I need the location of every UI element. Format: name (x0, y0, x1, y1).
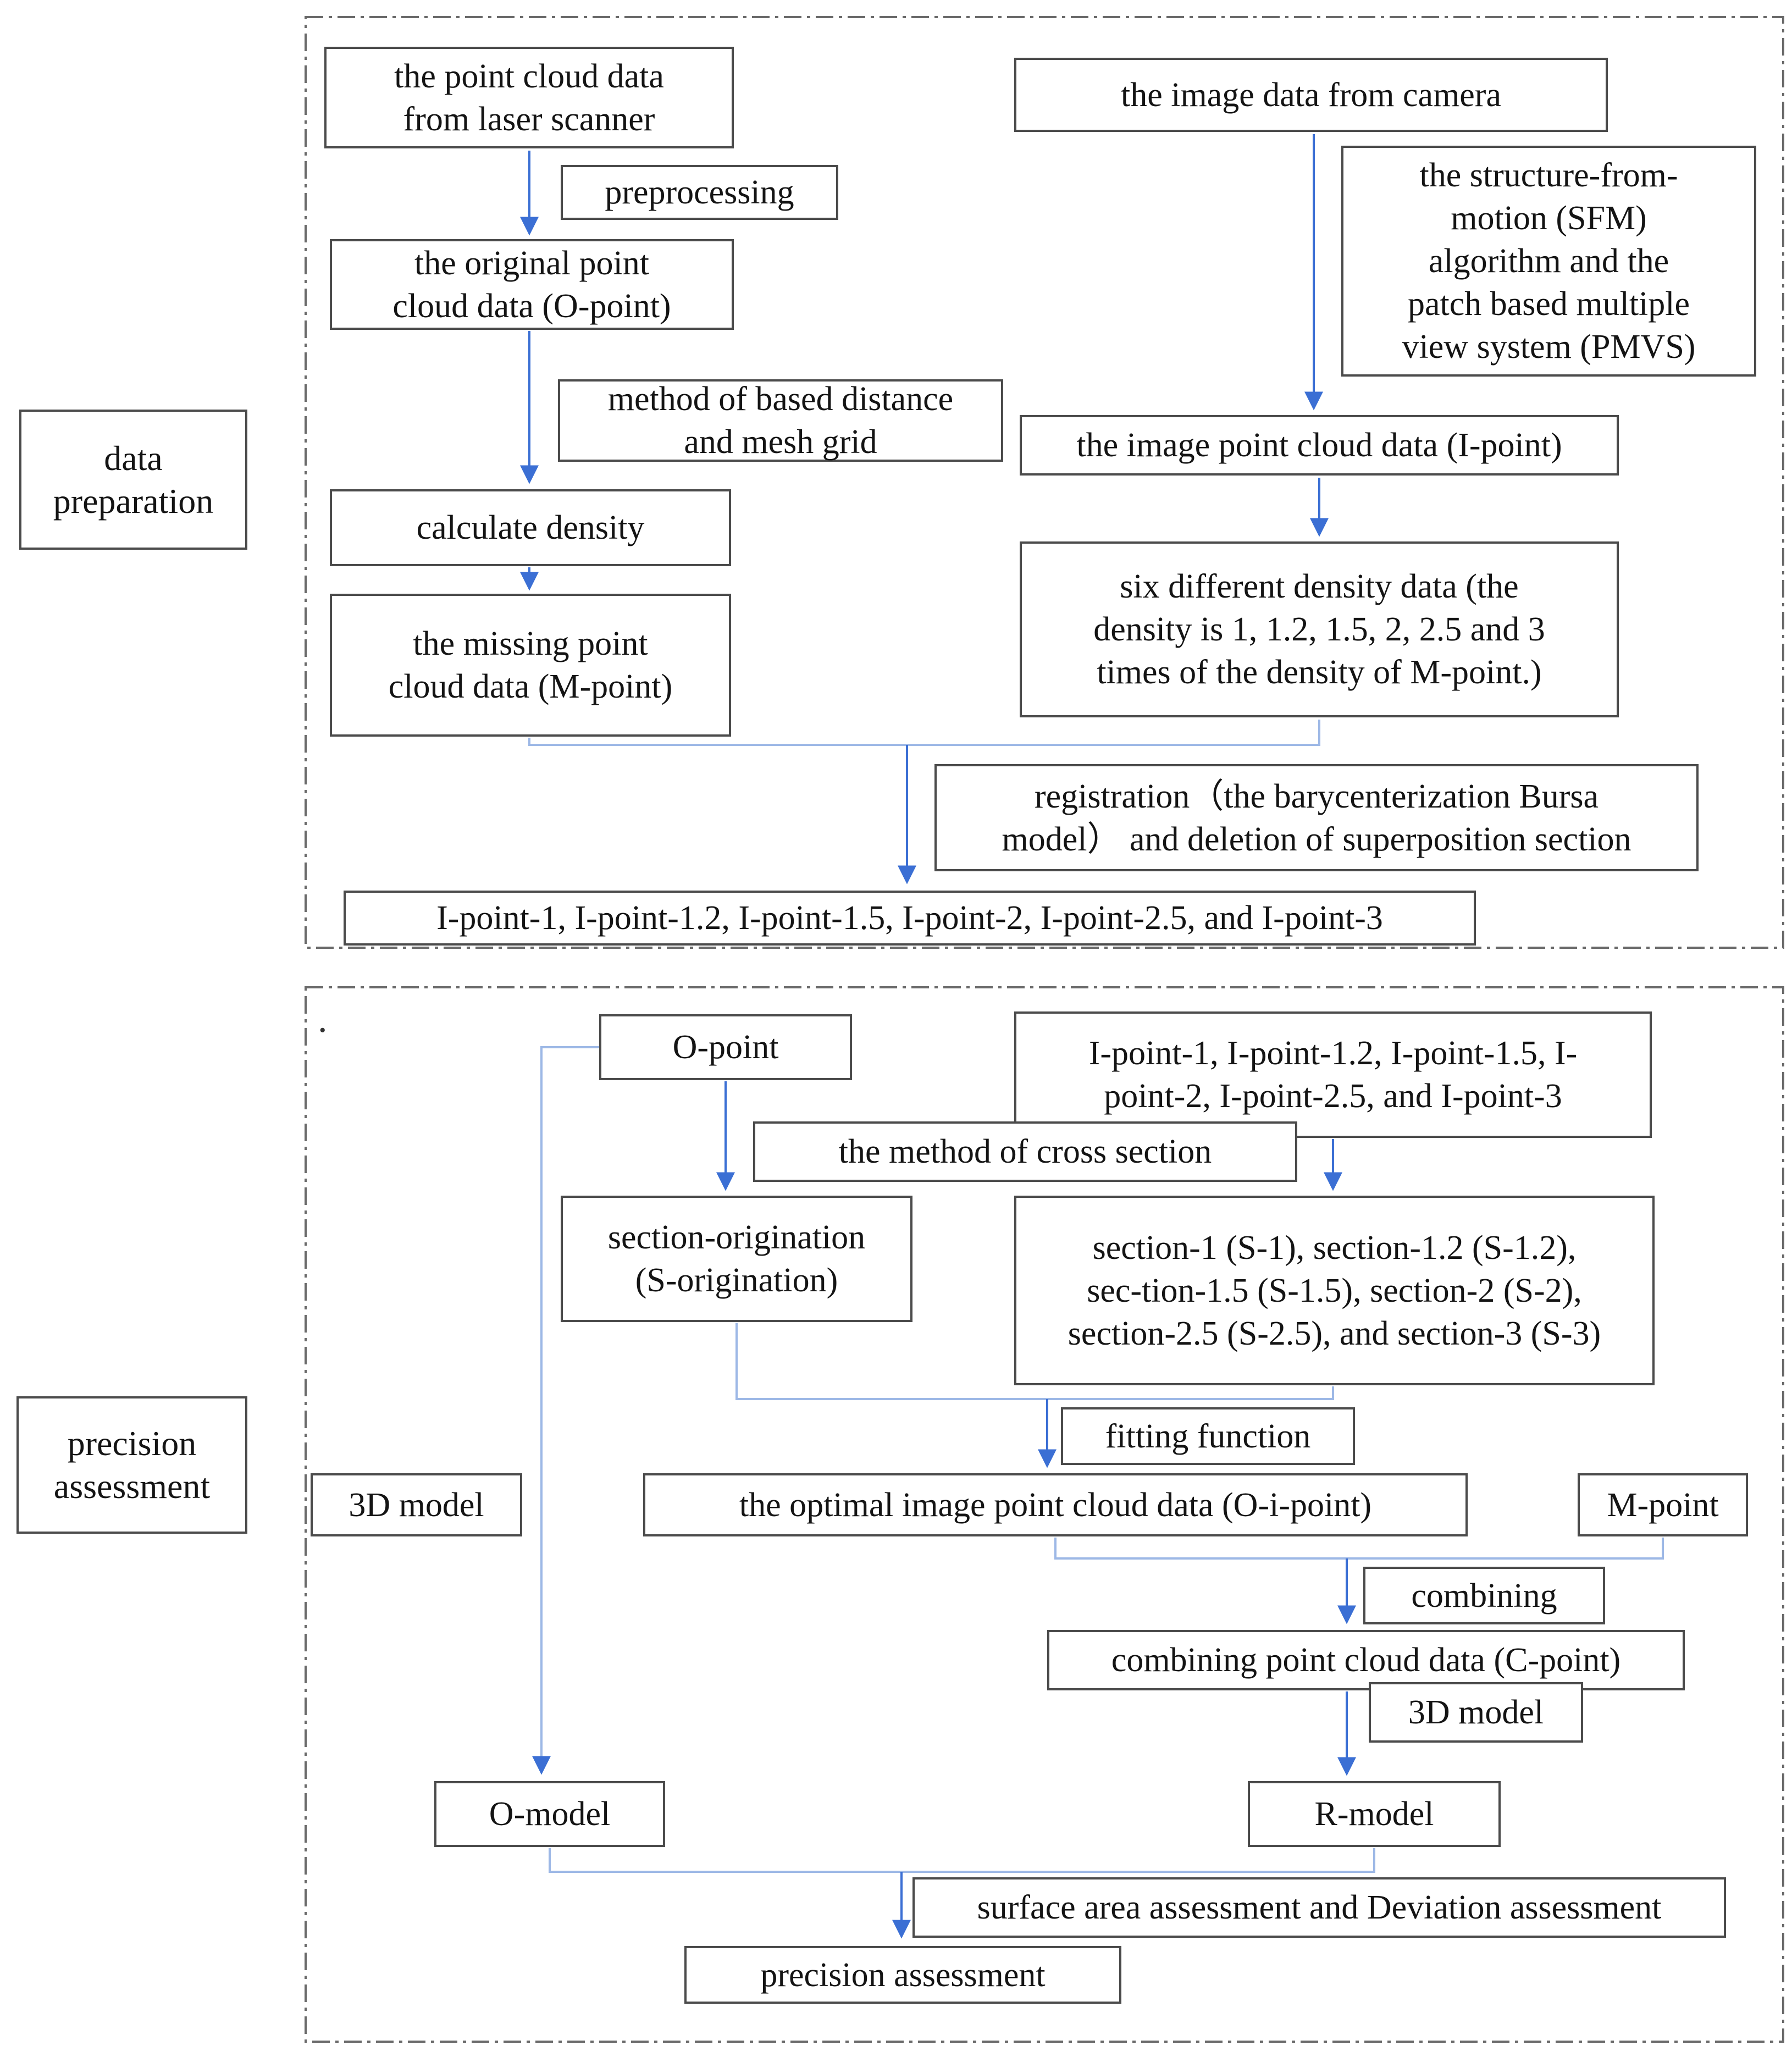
text-line: view system (PMVS) (1402, 328, 1696, 366)
node-combining: combining (1363, 1567, 1605, 1624)
text-line: the original point (414, 244, 650, 282)
text-line: from laser scanner (403, 100, 655, 138)
section-border-precision-assessment (305, 986, 1784, 2043)
node-sections-list: section-1 (S-1), section-1.2 (S-1.2), se… (1014, 1196, 1655, 1385)
node-laser-point-cloud: the point cloud data from laser scanner (324, 47, 734, 148)
node-ipoint-list-2: I-point-1, I-point-1.2, I-point-1.5, I- … (1014, 1011, 1652, 1138)
node-six-density-data: six different density data (the density … (1020, 541, 1619, 717)
text-line: data (104, 438, 163, 478)
node-method-distance-mesh: method of based distance and mesh grid (558, 379, 1003, 462)
node-omodel: O-model (434, 1781, 665, 1847)
node-calculate-density: calculate density (330, 489, 731, 566)
section-border-data-preparation (305, 16, 1784, 949)
text-line: precision (67, 1424, 197, 1463)
node-precision-assessment: precision assessment (684, 1946, 1121, 2004)
text-line: the missing point (413, 625, 648, 662)
connector-merge-mpoint-sixdensity (528, 720, 1320, 746)
node-original-point-cloud: the original point cloud data (O-point) (330, 239, 734, 330)
text-line: density is 1, 1.2, 1.5, 2, 2.5 and 3 (1093, 611, 1545, 648)
text-line: patch based multiple (1407, 285, 1690, 323)
node-image-data-camera: the image data from camera (1014, 58, 1608, 132)
node-image-point-cloud: the image point cloud data (I-point) (1020, 415, 1619, 476)
text-line: cloud data (O-point) (392, 287, 671, 325)
text-line: cloud data (M-point) (388, 668, 673, 705)
node-opoint: O-point (599, 1014, 852, 1080)
node-3d-model-left: 3D model (311, 1473, 522, 1536)
text-line: motion (SFM) (1451, 200, 1647, 237)
text-line: section-2.5 (S-2.5), and section-3 (S-3) (1068, 1314, 1601, 1352)
node-missing-point-cloud: the missing point cloud data (M-point) (330, 594, 731, 737)
node-preprocessing: preprocessing (561, 165, 838, 220)
text-line: and mesh grid (684, 423, 877, 461)
node-precision-assessment-label: precision assessment (16, 1396, 247, 1534)
connector-opoint-to-omodel (532, 1046, 601, 1775)
text-line: (S-origination) (635, 1262, 838, 1299)
node-optimal-image-point-cloud: the optimal image point cloud data (O-i-… (643, 1473, 1468, 1536)
text-line: assessment (53, 1467, 211, 1506)
text-line: times of the density of M-point.) (1097, 654, 1542, 691)
text-line: section-1 (S-1), section-1.2 (S-1.2), (1092, 1229, 1577, 1267)
text-line: method of based distance (607, 380, 954, 418)
text-line: algorithm and the (1428, 242, 1669, 280)
node-ipoint-list: I-point-1, I-point-1.2, I-point-1.5, I-p… (344, 891, 1476, 946)
node-section-origination: section-origination (S-origination) (561, 1196, 912, 1322)
node-cross-section-method: the method of cross section (753, 1121, 1297, 1182)
text-line: registration（the barycenterization Bursa (1034, 777, 1599, 815)
node-combining-point-cloud: combining point cloud data (C-point) (1047, 1630, 1685, 1690)
node-data-preparation-label: data preparation (19, 410, 247, 550)
node-sfm-pmvs: the structure-from- motion (SFM) algorit… (1341, 146, 1756, 377)
node-surface-deviation-assessment: surface area assessment and Deviation as… (912, 1877, 1726, 1938)
node-3d-model-right: 3D model (1369, 1682, 1583, 1743)
text-line: the structure-from- (1419, 157, 1678, 194)
text-line: section-origination (607, 1219, 866, 1256)
node-rmodel: R-model (1248, 1781, 1501, 1847)
text-line: preparation (53, 481, 214, 521)
text-line: point-2, I-point-2.5, and I-point-3 (1104, 1077, 1562, 1115)
text-line: sec-tion-1.5 (S-1.5), section-2 (S-2), (1087, 1272, 1582, 1309)
node-registration-bursa: registration（the barycenterization Bursa… (934, 764, 1699, 871)
connector-merge-optimal-mpoint (1054, 1538, 1664, 1560)
text-line: model） and deletion of superposition sec… (1002, 820, 1631, 858)
text-line: the point cloud data (394, 57, 664, 95)
node-fitting-function: fitting function (1061, 1407, 1355, 1465)
text-line: I-point-1, I-point-1.2, I-point-1.5, I- (1088, 1035, 1578, 1072)
text-line: six different density data (the (1120, 568, 1519, 605)
connector-merge-omodel-rmodel (549, 1848, 1375, 1873)
stray-dot: . (318, 998, 328, 1041)
connector-merge-sections (735, 1323, 1334, 1400)
node-mpoint: M-point (1578, 1473, 1748, 1536)
